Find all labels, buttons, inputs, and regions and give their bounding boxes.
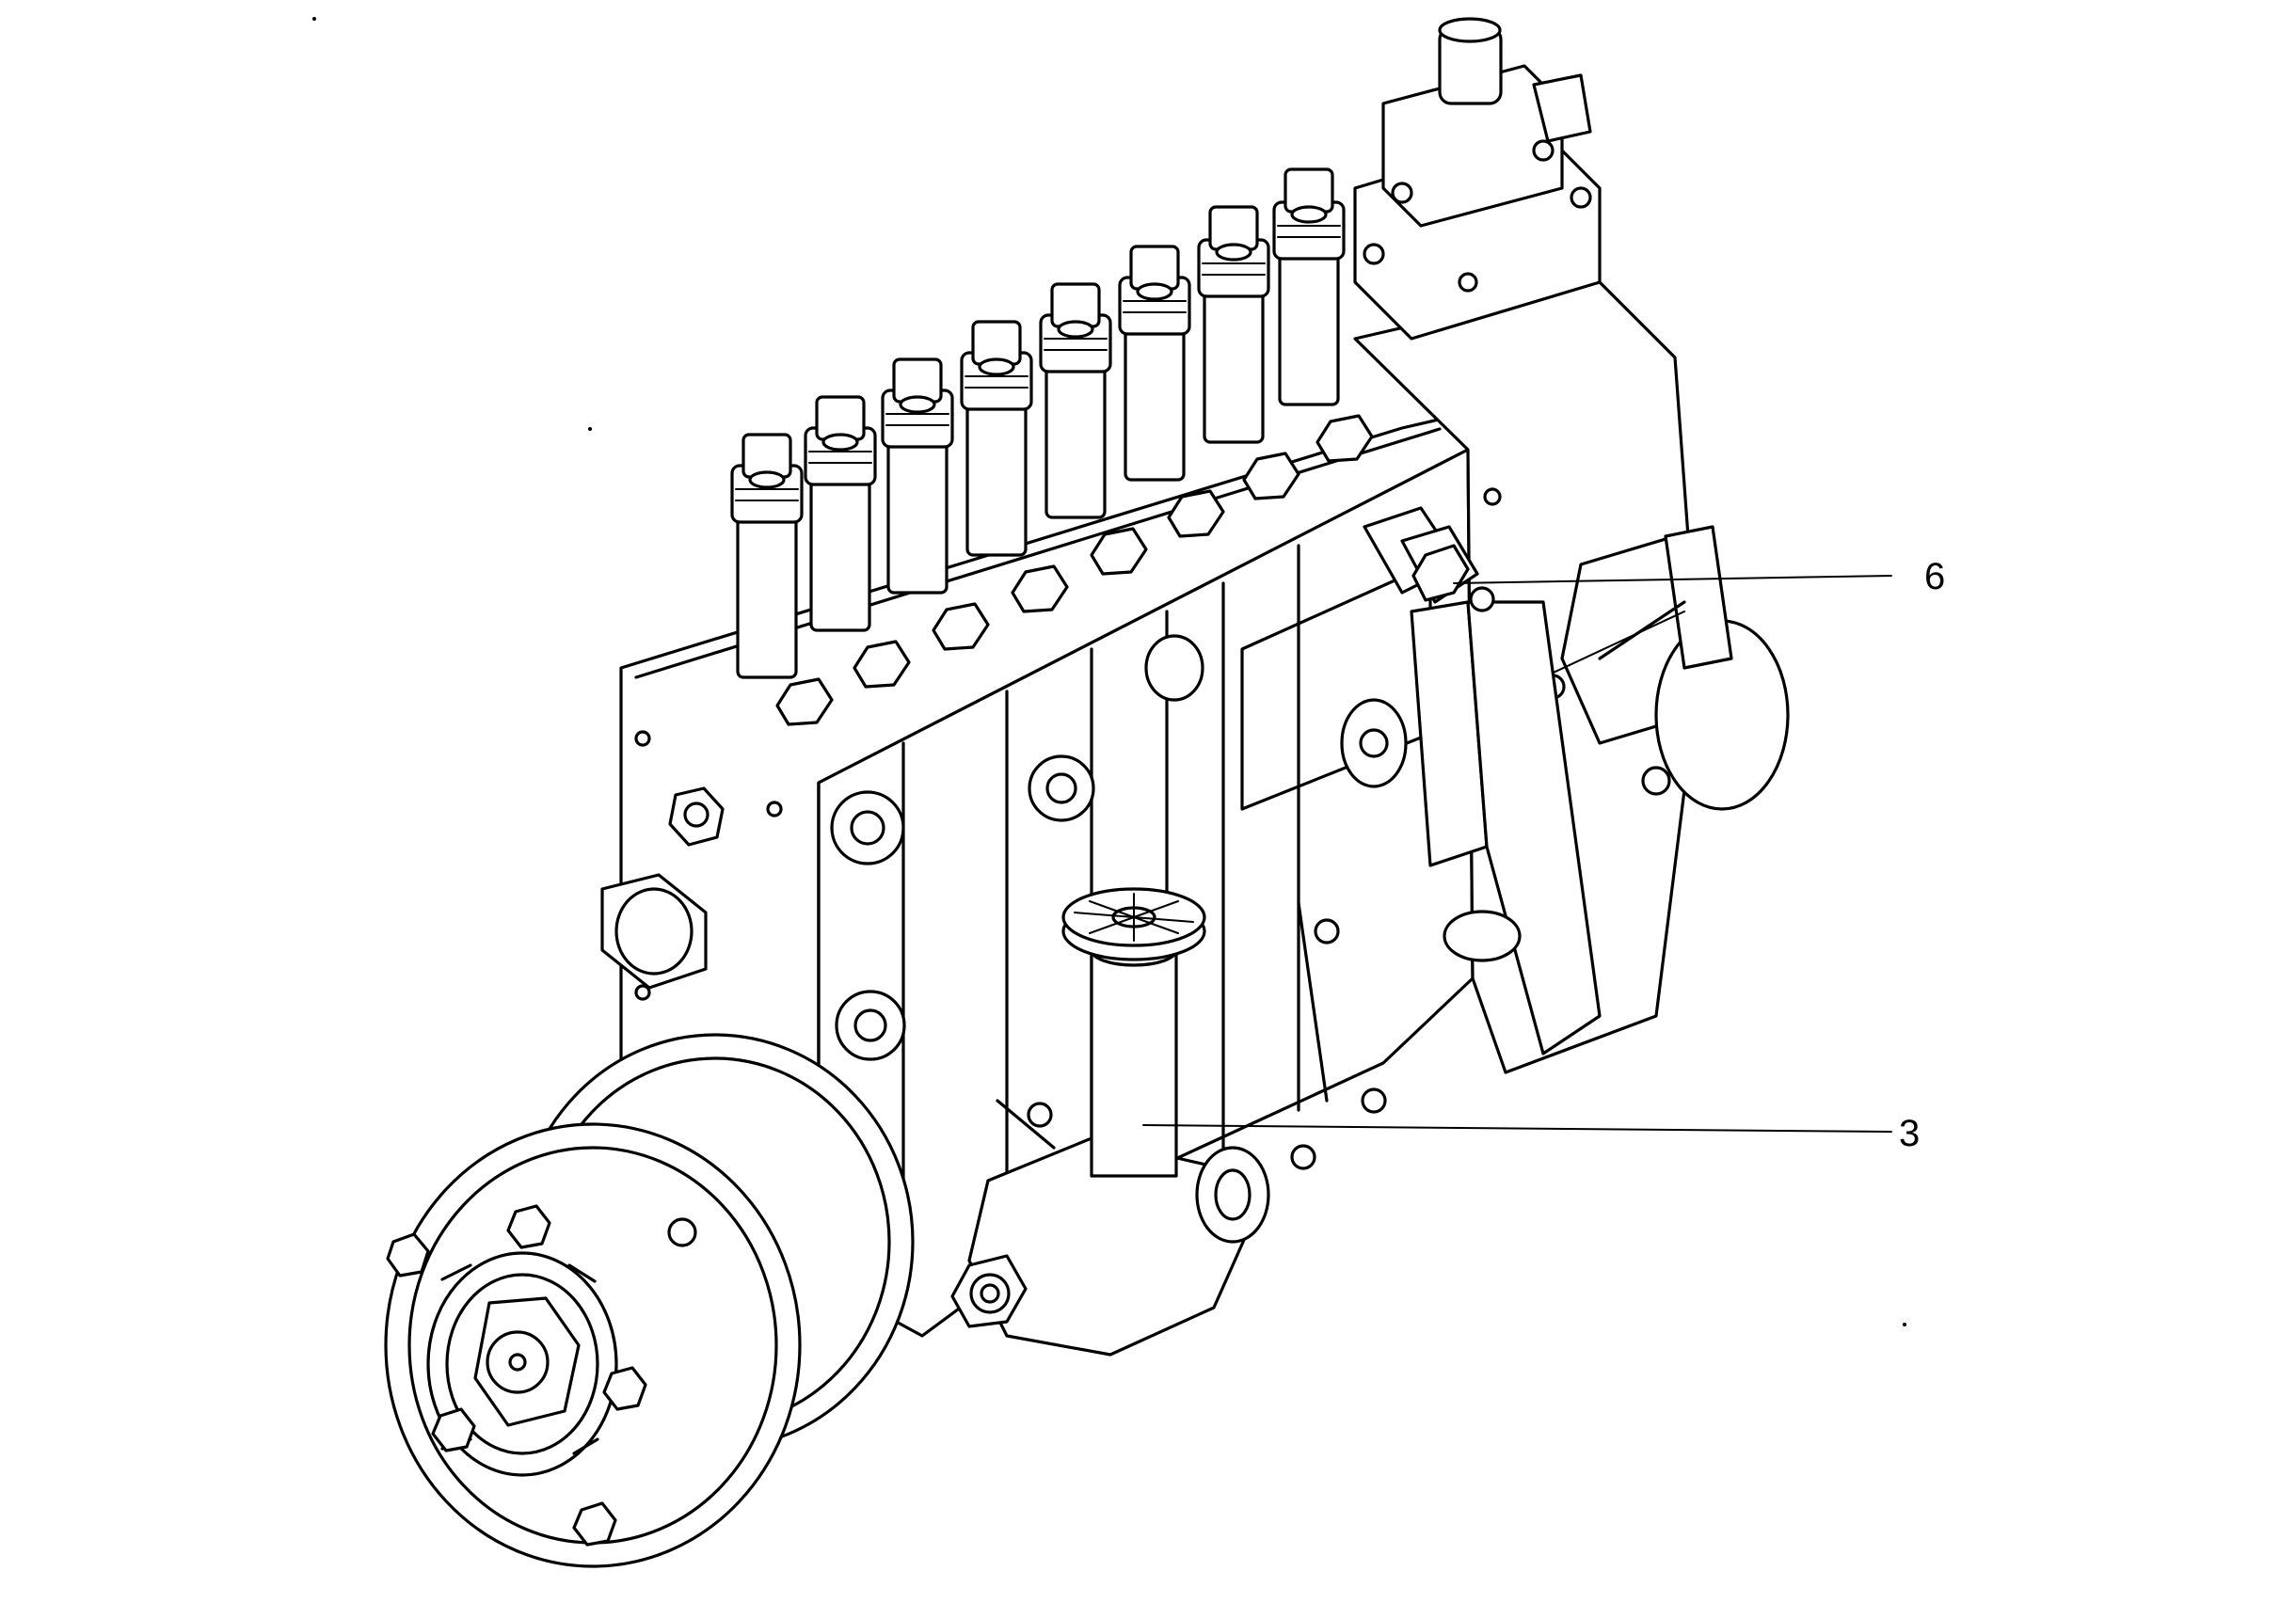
scan-speck (312, 17, 316, 21)
delivery-valve-holders (730, 167, 1374, 726)
delivery-valve-4 (960, 320, 1033, 557)
delivery-valve-5 (1039, 282, 1112, 519)
callout-label-6: 6 (1924, 556, 1945, 597)
delivery-valve-3 (881, 357, 954, 595)
delivery-valve-1 (730, 433, 804, 679)
flange-nuts (775, 414, 1374, 726)
governor-cover (1353, 17, 1602, 341)
control-lever-assembly (1410, 525, 1790, 1055)
callout-leaders (1142, 575, 1892, 1133)
leader-line-3 (1142, 1124, 1892, 1133)
drive-coupling (384, 786, 915, 1568)
scan-speck (1903, 1323, 1906, 1326)
leader-line-6 (1453, 575, 1892, 584)
delivery-valve-7 (1197, 205, 1270, 444)
delivery-valve-8 (1272, 167, 1346, 406)
callout-label-3: 3 (1899, 1113, 1920, 1154)
delivery-valve-2 (804, 395, 877, 632)
scan-speck (588, 427, 592, 431)
delivery-valve-6 (1118, 245, 1191, 482)
hand-primer-pump (950, 887, 1387, 1357)
